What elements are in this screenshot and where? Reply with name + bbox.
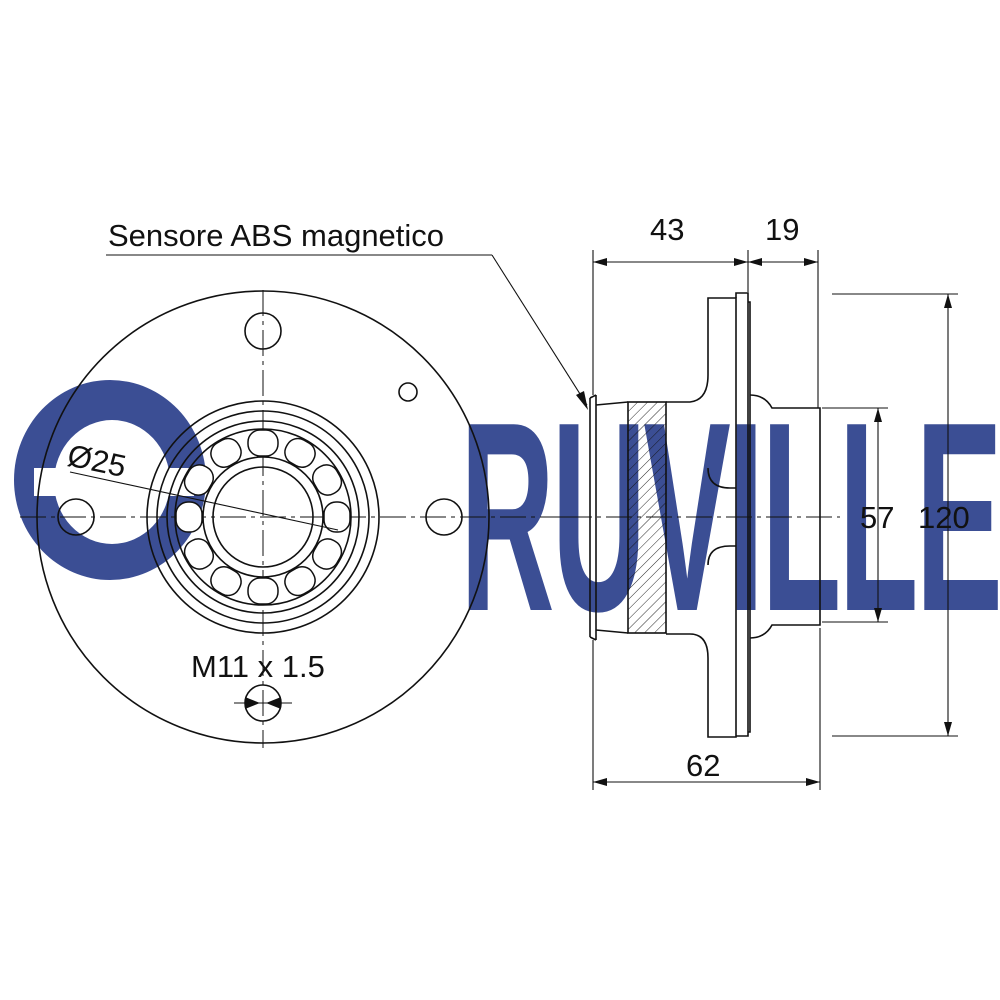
bolt-hole-left <box>57 498 95 536</box>
bearing-roller <box>210 565 242 597</box>
cage-inner <box>202 456 324 578</box>
dim-120-label: 120 <box>918 500 970 535</box>
dim-57-label: 57 <box>860 500 894 535</box>
bearing-roller <box>210 437 242 469</box>
hub-body-profile <box>666 297 737 738</box>
thread-arrow-left <box>245 697 260 709</box>
flange-disc-profile <box>735 292 751 737</box>
thread-arrow-right <box>266 697 281 709</box>
sensor-leader-line <box>491 254 588 406</box>
bearing-roller <box>311 538 343 570</box>
bore-leader-line <box>69 471 339 531</box>
dim-19-arrow-right <box>804 258 818 266</box>
pilot-profile <box>749 394 821 639</box>
bore-circle <box>212 466 314 568</box>
bolt-hole-top <box>244 312 282 350</box>
dim-19-arrow-left <box>748 258 762 266</box>
cage-outer <box>174 428 352 606</box>
bearing-roller <box>311 464 343 496</box>
bearing-roller <box>247 577 279 605</box>
hub-center-groove <box>707 467 736 566</box>
sensor-label: Sensore ABS magnetico <box>108 218 444 253</box>
bearing-roller <box>175 501 203 533</box>
dim-43-arrow-left <box>593 258 607 266</box>
bearing-roller <box>284 565 316 597</box>
dim-120-arrow-bottom <box>944 722 952 736</box>
sensor-callout: Sensore ABS magnetico <box>106 218 588 410</box>
bearing-rollers <box>175 429 351 605</box>
bearing-roller <box>183 464 215 496</box>
dim-57-arrow-bottom <box>874 608 882 622</box>
bolt-hole-right <box>425 498 463 536</box>
dim-43-label: 43 <box>650 212 684 247</box>
bearing-roller <box>323 501 351 533</box>
thread-callout: M11 x 1.5 <box>191 649 325 709</box>
dim-19-label: 19 <box>765 212 799 247</box>
flange-outline <box>36 290 490 744</box>
small-hole <box>398 382 418 402</box>
sensor-ring-profile <box>589 394 629 641</box>
hub-ring-2 <box>156 410 370 624</box>
front-view: Ø25 M11 x 1.5 <box>20 290 590 748</box>
sensor-leader-arrow <box>576 391 588 410</box>
dimension-lines: 43 19 57 120 62 <box>592 212 970 790</box>
dim-62-label: 62 <box>686 748 720 783</box>
thread-label: M11 x 1.5 <box>191 649 325 684</box>
bearing-roller <box>183 538 215 570</box>
hub-rings <box>146 400 380 634</box>
dim-43-arrow-right <box>734 258 748 266</box>
hub-ring-outer <box>146 400 380 634</box>
bearing-roller <box>284 437 316 469</box>
hub-ring-3 <box>166 420 360 614</box>
side-view <box>566 292 840 738</box>
dim-62-arrow-left <box>593 778 607 786</box>
dim-57-arrow-top <box>874 408 882 422</box>
dim-120-arrow-top <box>944 294 952 308</box>
bearing-roller <box>247 429 279 457</box>
dim-62-arrow-right <box>806 778 820 786</box>
bearing-hatched-section <box>627 401 667 634</box>
